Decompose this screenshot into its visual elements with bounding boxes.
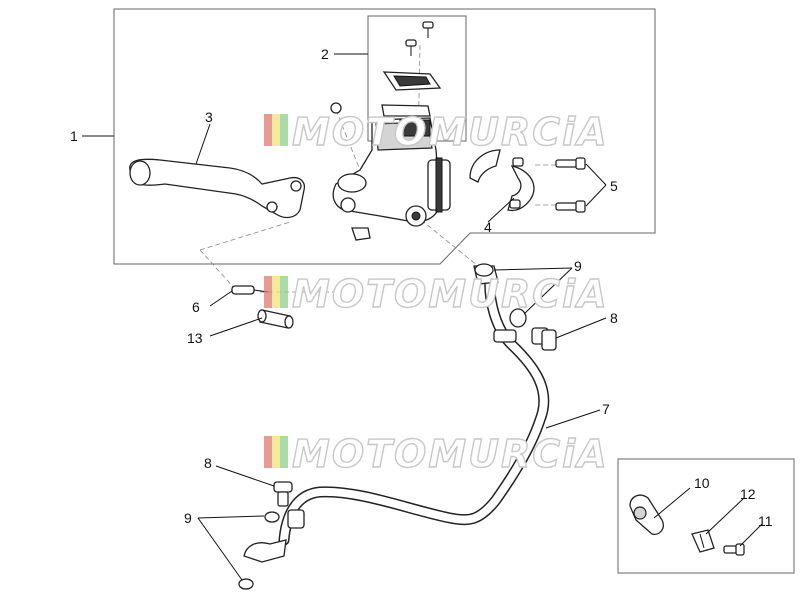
callout-6: 6 — [192, 299, 200, 315]
leader-lines — [82, 53, 763, 581]
callout-2: 2 — [321, 46, 329, 62]
watermark-text: MOTOMURCiA — [292, 110, 609, 154]
master-cylinder — [330, 102, 451, 241]
alignment-lines — [199, 44, 580, 293]
callout-8-lower: 8 — [204, 455, 212, 471]
callout-1: 1 — [70, 128, 78, 144]
lever-part — [129, 158, 306, 219]
detail-parts — [629, 494, 745, 556]
callout-7: 7 — [602, 401, 610, 417]
banjo-bolts — [273, 327, 557, 507]
clamp-part — [469, 149, 535, 212]
callout-10: 10 — [694, 475, 710, 491]
callout-3: 3 — [205, 109, 213, 125]
hydraulic-hose — [243, 265, 550, 563]
clamp-bolts — [555, 157, 586, 213]
watermark-text: MOTOMURCiA — [292, 432, 609, 476]
callout-4: 4 — [484, 219, 492, 235]
callout-8-upper: 8 — [610, 310, 618, 326]
callout-12: 12 — [740, 486, 756, 502]
watermark-text: MOTOMURCiA — [292, 272, 609, 316]
callout-9-lower: 9 — [184, 510, 192, 526]
reservoir-cap — [381, 21, 442, 117]
callout-5: 5 — [610, 178, 618, 194]
callout-9-upper: 9 — [574, 258, 582, 274]
detail-frame — [617, 458, 795, 574]
watermark-3: MOTOMURCiA — [264, 431, 609, 477]
washers — [238, 263, 527, 590]
callout-13: 13 — [187, 330, 203, 346]
watermark-2: MOTOMURCiA — [264, 271, 609, 317]
watermark-1: MOTOMURCiA — [264, 109, 609, 155]
callout-11: 11 — [758, 513, 773, 529]
assembly-frame — [113, 8, 656, 265]
